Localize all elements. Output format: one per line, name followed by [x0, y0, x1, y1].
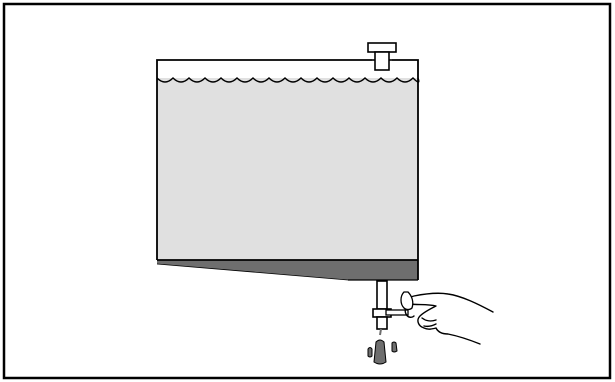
drain-valve-icon	[372, 280, 392, 336]
drip-main	[373, 339, 387, 365]
valve-pipe	[376, 280, 388, 310]
sediment-layer	[157, 260, 418, 280]
drip-left	[367, 347, 373, 358]
hand-finger	[400, 291, 414, 311]
valve-spout	[376, 316, 388, 330]
liquid-body	[157, 78, 418, 260]
cap-neck	[374, 51, 390, 71]
valve-handle	[385, 309, 409, 316]
cap-top	[367, 42, 397, 53]
tank-outline-left	[156, 59, 372, 260]
tank-outline-right	[392, 59, 419, 280]
tank-icon	[156, 59, 420, 281]
drip-right	[391, 341, 398, 353]
hand-icon	[385, 291, 494, 345]
drip-stream	[379, 328, 382, 336]
liquid-surface-wave	[156, 77, 420, 83]
filler-cap-icon	[367, 42, 397, 71]
drip-icon	[367, 339, 398, 365]
sediment-slope-line	[156, 263, 349, 281]
hand-outline	[405, 292, 494, 345]
